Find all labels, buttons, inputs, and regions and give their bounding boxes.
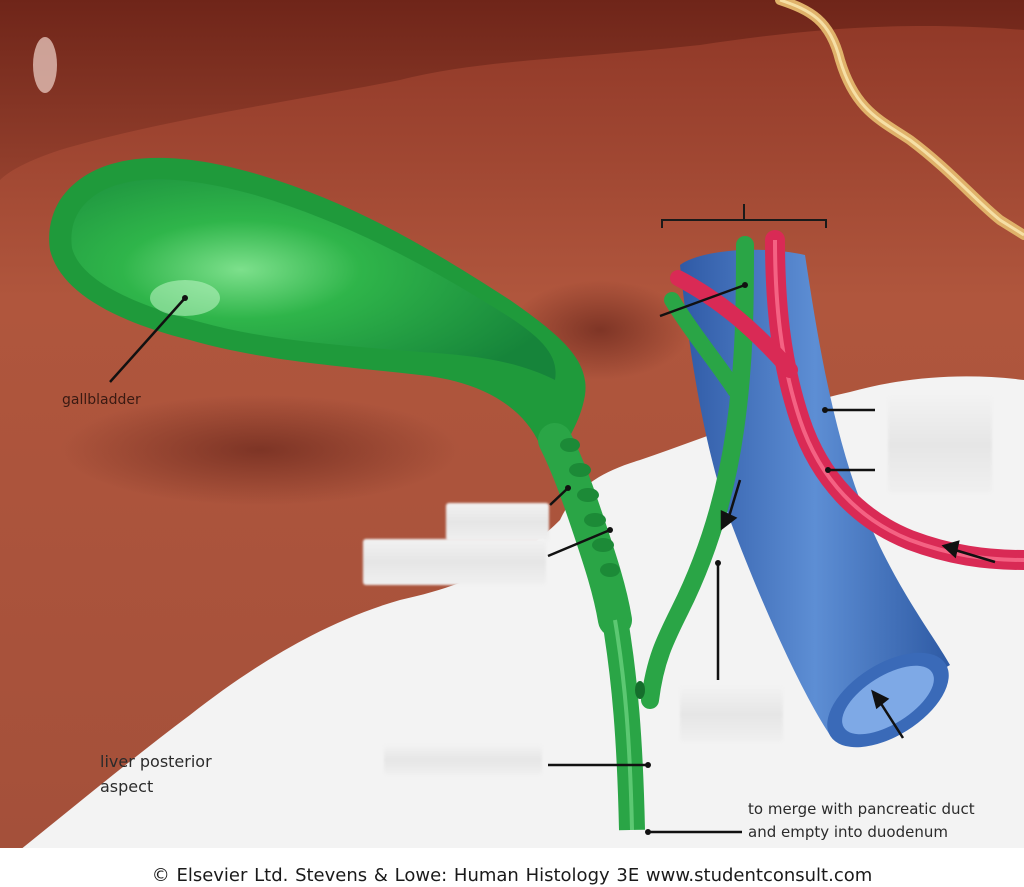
label-liver-posterior-line1: liver posterior: [100, 752, 212, 771]
cystic-duct: [538, 423, 632, 637]
footer: [0, 848, 1024, 887]
liver-dark-area: [60, 395, 460, 505]
liver-upper-lobe: [0, 0, 1024, 180]
leader-dots: [182, 282, 831, 835]
bracket: [661, 204, 827, 228]
spiral-folds: [560, 438, 620, 577]
liver-highlight: [33, 37, 57, 93]
hidden-label-cystic-upper: [446, 503, 549, 541]
label-gallbladder: gallbladder: [62, 392, 141, 408]
gallbladder-lumen: [71, 179, 556, 380]
label-merge-line2: and empty into duodenum: [748, 823, 948, 841]
hidden-label-bracket: [888, 397, 992, 493]
leader-lines: [109, 283, 875, 834]
hidden-label-cystic-lower: [363, 539, 546, 585]
hidden-label-hepatic-duct: [680, 687, 783, 742]
flow-arrows: [720, 479, 996, 739]
label-liver-posterior-line2: aspect: [100, 777, 154, 796]
label-merge-line1: to merge with pancreatic duct: [748, 800, 975, 818]
copyright-credit: © Elsevier Ltd. Stevens & Lowe: Human Hi…: [151, 865, 873, 886]
hepatic-artery-branch: [670, 270, 798, 378]
hidden-label-bile-duct: [384, 745, 542, 775]
